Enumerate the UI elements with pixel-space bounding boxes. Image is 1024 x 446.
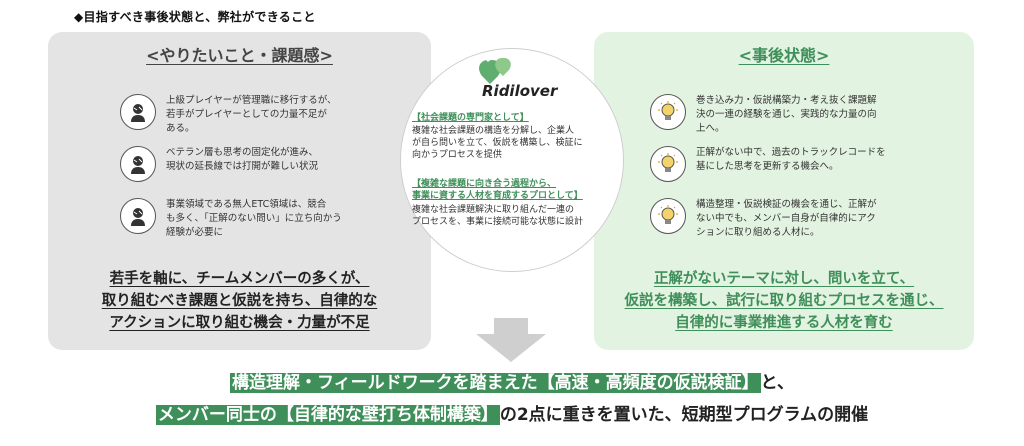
highlight-sparring: メンバー同士の【自律的な壁打ち体制構築】 bbox=[155, 405, 500, 425]
talent-body: 複雑な社会課題解決に取り組んだ一連の プロセスを、事業に接続可能な状態に設計 bbox=[412, 205, 584, 227]
right-summary-line: 仮説を構築し、試行に取り組むプロセスを通じ、 bbox=[624, 293, 944, 309]
issue-text: 事業領域である無人ETC領域は、競合 も多く、「正解のない問い」に立ち向かう 経… bbox=[166, 199, 342, 238]
outcome-item: 構造整理・仮説検証の機会を通じ、正解が ない中でも、メンバー自身が自律的にアク … bbox=[650, 198, 877, 240]
left-summary-line: アクションに取り組む機会・力量が不足 bbox=[109, 315, 370, 331]
ridilover-circle bbox=[400, 48, 624, 272]
outcome-item: 巻き込み力・仮説構築力・考え抜く課題解 決の一連の経験を通じ、実践的な力量の向 … bbox=[650, 94, 877, 136]
outcome-text: 巻き込み力・仮説構築力・考え抜く課題解 決の一連の経験を通じ、実践的な力量の向 … bbox=[696, 95, 877, 134]
current-issues-panel: <やりたいこと・課題感> 上級プレイヤーが管理職に移行するが、 若手がプレイヤー… bbox=[48, 32, 431, 350]
issue-text: 上級プレイヤーが管理職に移行するが、 若手がプレイヤーとしての力量不足が ある。 bbox=[166, 95, 337, 134]
outcome-text: 構造整理・仮説検証の機会を通じ、正解が ない中でも、メンバー自身が自律的にアク … bbox=[696, 199, 877, 238]
outcome-item: 正解がない中で、過去のトラックレコードを 基にした思考を更新する機会へ。 bbox=[650, 146, 886, 182]
issue-item: ベテラン層も思考の固定化が進み、 現状の延長線では打開が難しい状況 bbox=[120, 146, 318, 182]
issue-item: 事業領域である無人ETC領域は、競合 も多く、「正解のない問い」に立ち向かう 経… bbox=[120, 198, 342, 240]
thinking-person-icon bbox=[120, 146, 156, 182]
ridilover-logo-text: Ridilover bbox=[482, 82, 558, 100]
top-note: ◆目指すべき事後状態と、弊社ができること bbox=[74, 10, 316, 24]
right-panel-title: <事後状態> bbox=[738, 46, 830, 65]
expertise-heading: 【社会課題の専門家として】 bbox=[412, 113, 529, 123]
outcome-text: 正解がない中で、過去のトラックレコードを 基にした思考を更新する機会へ。 bbox=[696, 147, 886, 172]
down-arrow-icon bbox=[476, 318, 546, 362]
thinking-person-icon bbox=[120, 94, 156, 130]
bottom-line2-tail: の2点に重きを置いた、短期型プログラムの開催 bbox=[499, 405, 869, 425]
target-state-panel: <事後状態> 巻き込み力・仮説構築力・考え抜く課題解 決の一連の経験を通じ、実践… bbox=[594, 32, 974, 350]
right-summary: 正解がないテーマに対し、問いを立て、 仮説を構築し、試行に取り組むプロセスを通じ… bbox=[594, 268, 974, 334]
bottom-statement-2: メンバー同士の【自律的な壁打ち体制構築】の2点に重きを置いた、短期型プログラムの… bbox=[0, 400, 1024, 425]
left-summary: 若手を軸に、チームメンバーの多くが、 取り組むべき課題と仮説を持ち、自律的な ア… bbox=[48, 268, 431, 334]
thinking-person-icon bbox=[120, 198, 156, 234]
issue-text: ベテラン層も思考の固定化が進み、 現状の延長線では打開が難しい状況 bbox=[166, 147, 319, 172]
right-summary-line: 正解がないテーマに対し、問いを立て、 bbox=[653, 271, 915, 287]
bottom-line1-tail: と、 bbox=[760, 373, 794, 393]
left-panel-title: <やりたいこと・課題感> bbox=[146, 46, 333, 65]
left-summary-line: 取り組むべき課題と仮説を持ち、自律的な bbox=[101, 293, 378, 309]
right-summary-line: 自律的に事業推進する人材を育む bbox=[675, 315, 893, 331]
talent-heading: 【複雑な課題に向き合う過程から、 事業に資する人材を育成するプロとして】 bbox=[412, 179, 583, 201]
expertise-body: 複雑な社会課題の構造を分解し、企業人 が自ら問いを立て、仮説を構築し、検証に 向… bbox=[412, 126, 583, 160]
left-summary-line: 若手を軸に、チームメンバーの多くが、 bbox=[109, 271, 370, 287]
highlight-verification: 構造理解・フィールドワークを踏まえた【高速・高頻度の仮説検証】 bbox=[230, 373, 761, 393]
bottom-statement-1: 構造理解・フィールドワークを踏まえた【高速・高頻度の仮説検証】と、 bbox=[0, 368, 1024, 393]
lightbulb-icon bbox=[650, 94, 686, 130]
lightbulb-icon bbox=[650, 146, 686, 182]
issue-item: 上級プレイヤーが管理職に移行するが、 若手がプレイヤーとしての力量不足が ある。 bbox=[120, 94, 337, 136]
ridilover-logo-icon bbox=[479, 58, 511, 84]
lightbulb-icon bbox=[650, 198, 686, 234]
